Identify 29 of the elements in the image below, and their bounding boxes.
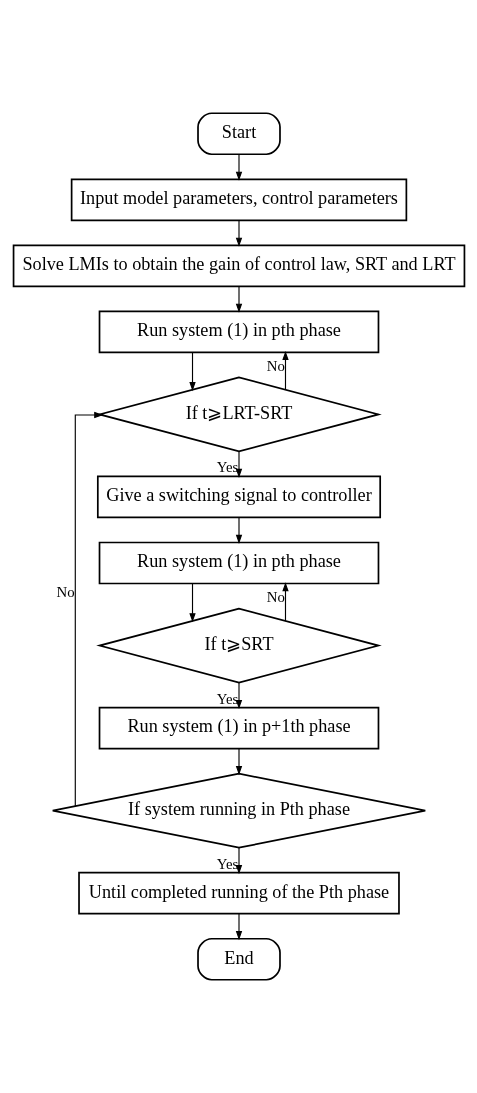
edge-label: Yes [216,690,238,707]
arrow [235,451,242,478]
edge-label: No [56,583,75,600]
edge-label: Yes [216,459,238,476]
node-box: Run system (1) in pth phase [98,541,379,585]
node-box: Give a switching signal to controller [96,475,381,519]
node-diamond: If t⩾SRT [95,607,382,684]
arrow [235,219,242,247]
node-box: Start [196,112,281,156]
arrow [235,748,242,776]
node-box: Solve LMIs to obtain the gain of control law, SRT and LRT [12,244,465,288]
arrow [188,583,196,623]
edge-label: No [266,588,285,605]
arrow [281,582,289,622]
arrow [188,352,196,392]
node-box: Run system (1) in p+1th phase [98,706,379,750]
arrow [235,285,242,313]
node-diamond: If system running in Pth phase [51,772,426,849]
node-box: Until completed running of the Pth phase [77,871,400,915]
edge-label: Yes [216,855,238,872]
arrow [235,516,242,544]
arrow [74,411,103,807]
edge-label: No [266,357,285,374]
arrow [235,153,242,181]
node-box: Input model parameters, control parameters [70,178,407,222]
arrow [281,351,289,391]
arrow [235,913,242,941]
node-box: End [196,937,281,981]
node-box: Run system (1) in pth phase [98,310,379,354]
